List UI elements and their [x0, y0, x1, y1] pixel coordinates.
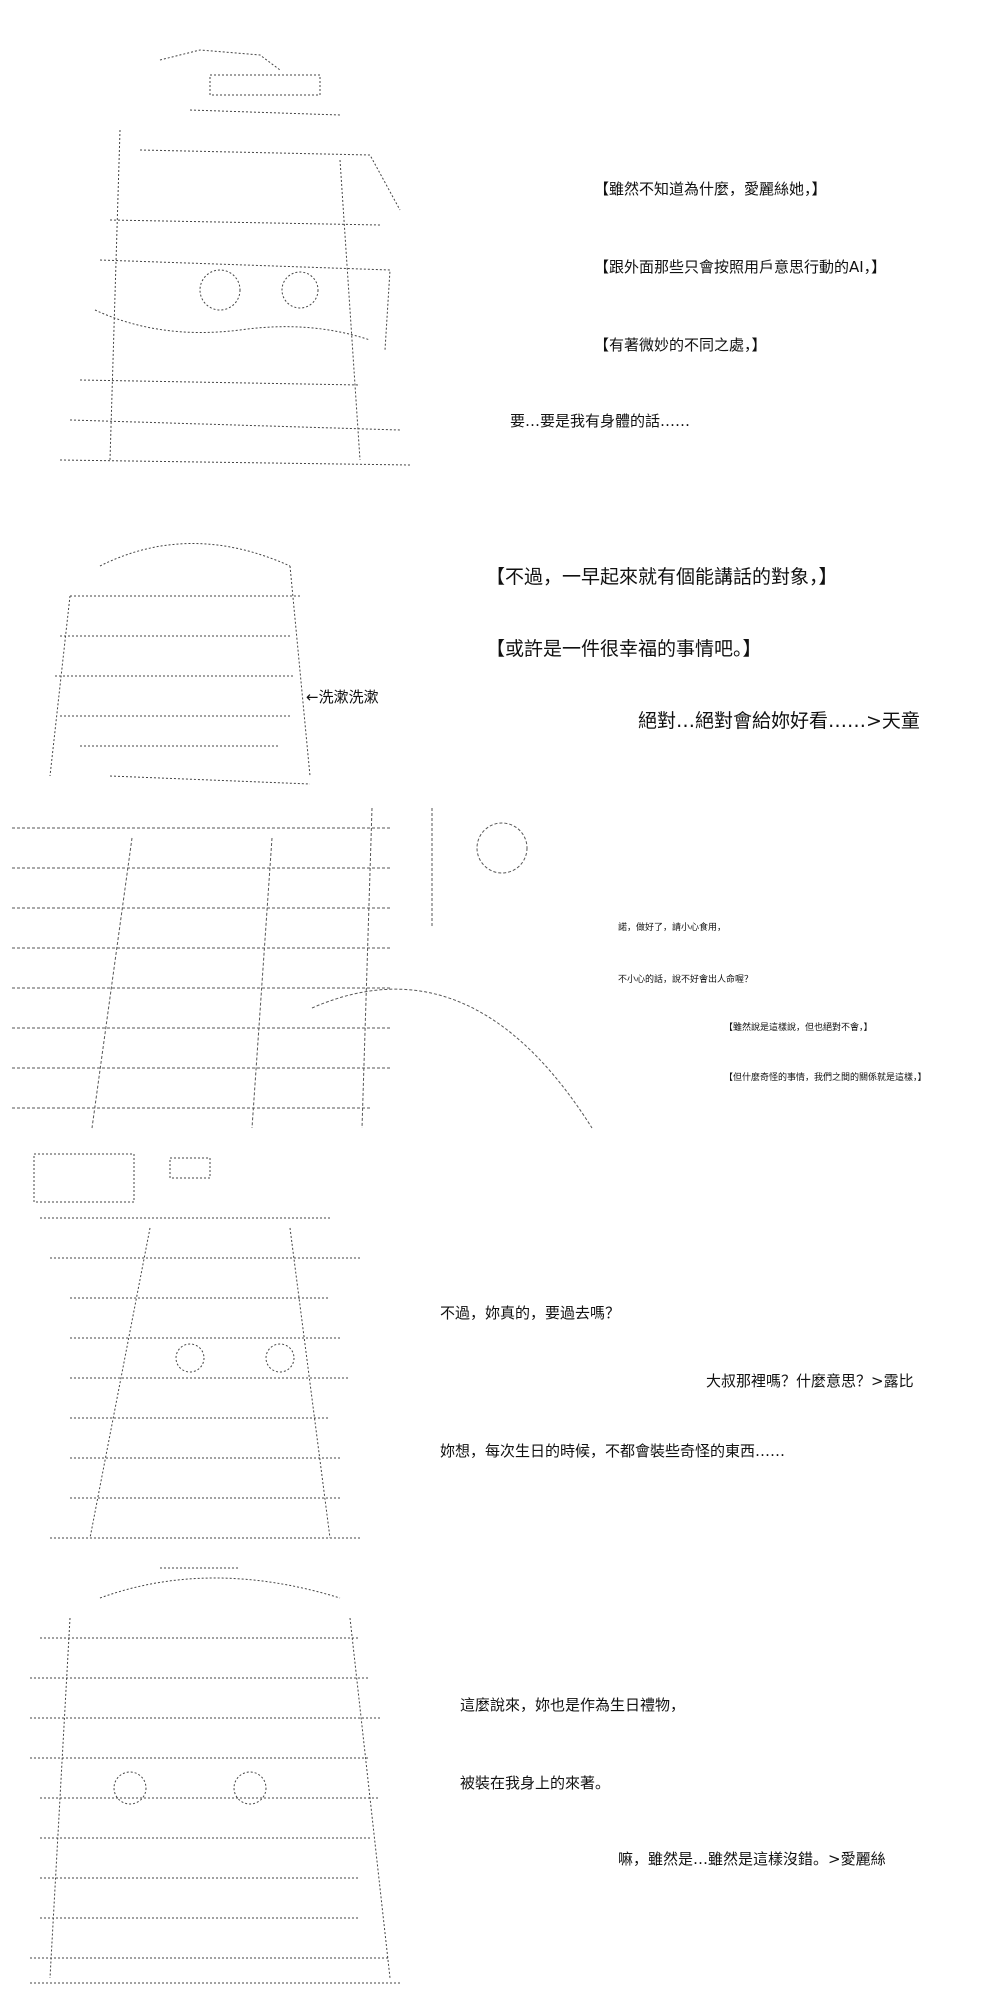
dialogue-line: 不過，妳真的，要過去嗎？ [440, 1304, 621, 1322]
panel-1: 【雖然不知道為什麼，愛麗絲她，】 【跟外面那些只會按照用戶意思行動的AI，】 【… [0, 0, 1000, 490]
ascii-art-figure-4 [30, 1148, 370, 1548]
dialogue-line: 妳想，每次生日的時候，不都會裝些奇怪的東西…… [440, 1442, 786, 1460]
ascii-art-figure-5 [10, 1558, 410, 1988]
dialogue-line: 【雖然說是這樣說，但也絕對不會，】 [724, 1023, 873, 1033]
dialogue-line: 【但什麼奇怪的事情，我們之間的關係就是這樣，】 [724, 1073, 927, 1083]
dialogue-line: 【雖然不知道為什麼，愛麗絲她，】 [594, 180, 827, 198]
panel-3: 諾，做好了，請小心食用， 不小心的話，說不好會出人命喔？ 【雖然說是這樣說，但也… [0, 808, 1000, 1138]
dialogue-line: 大叔那裡嗎？什麼意思？>露比 [706, 1372, 914, 1390]
dialogue-line: 【不過，一早起來就有個能講話的對象，】 [486, 566, 838, 588]
ascii-art-scene-3 [12, 808, 602, 1138]
dialogue-line: 嘛，雖然是…雖然是這樣沒錯。>愛麗絲 [618, 1850, 886, 1868]
ascii-art-figure-2 [40, 526, 330, 786]
sfx-text: ←洗漱洗漱 [306, 688, 379, 706]
dialogue-line: 諾，做好了，請小心食用， [618, 923, 727, 933]
panel-5: 這麼說來，妳也是作為生日禮物， 被裝在我身上的來著。 嘛，雖然是…雖然是這樣沒錯… [0, 1550, 1000, 2000]
ascii-art-figure-1 [40, 40, 420, 470]
dialogue-line: 【有著微妙的不同之處，】 [594, 336, 767, 354]
dialogue-line: 不小心的話，說不好會出人命喔？ [618, 975, 754, 985]
panel-2: ←洗漱洗漱 【不過，一早起來就有個能講話的對象，】 【或許是一件很幸福的事情吧。… [0, 520, 1000, 790]
dialogue-line: 【跟外面那些只會按照用戶意思行動的AI，】 [594, 258, 887, 276]
dialogue-line: 這麼說來，妳也是作為生日禮物， [460, 1696, 686, 1714]
dialogue-line: 要…要是我有身體的話…… [510, 412, 691, 430]
panel-4: 不過，妳真的，要過去嗎？ 大叔那裡嗎？什麼意思？>露比 妳想，每次生日的時候，不… [0, 1148, 1000, 1548]
dialogue-line: 絕對…絕對會給妳好看……>天童 [638, 710, 920, 732]
dialogue-line: 【或許是一件很幸福的事情吧。】 [486, 638, 762, 660]
dialogue-line: 被裝在我身上的來著。 [460, 1774, 611, 1792]
